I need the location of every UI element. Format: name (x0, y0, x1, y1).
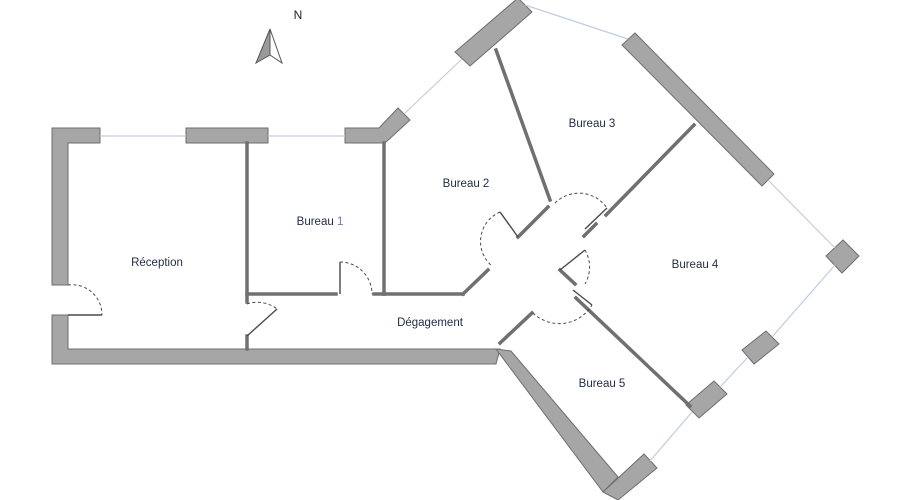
partition-bureau3-bureau4 (603, 122, 697, 218)
door-reception-entrance (67, 284, 103, 316)
window-bureau4-lower (771, 264, 836, 338)
partition-bureau4-left (557, 267, 578, 287)
partition-bureau2-door-side (515, 204, 551, 240)
door-bureau2 (480, 211, 519, 267)
wall-right-pier (825, 239, 860, 274)
north-arrow-left-half (254, 28, 271, 65)
door-bureau4 (559, 249, 591, 285)
door-bureau3 (554, 192, 608, 230)
window-bureau2 (403, 58, 463, 115)
windows (100, 4, 836, 462)
window-bureau4-upper (767, 179, 836, 249)
north-label: N (294, 8, 303, 22)
room-label-bureau3: Bureau 3 (569, 118, 616, 130)
door-reception-corridor (246, 301, 278, 337)
window-bureau4-mid (719, 356, 749, 388)
wall-top-corner (344, 107, 411, 144)
partition-bureau4-bureau5 (573, 295, 693, 409)
room-label-bureau1-name: Bureau (297, 216, 337, 228)
wall-bureau2-top (454, 0, 533, 67)
wall-top-middle (185, 127, 269, 144)
north-arrow-right-half (269, 28, 283, 65)
partition-bureau3-door-side (581, 221, 599, 239)
partition-bureau2-diag (460, 267, 491, 297)
window-bureau5 (649, 411, 693, 462)
wall-bureau5-bottom (602, 453, 658, 500)
partition-bureau2-bureau3 (493, 47, 553, 203)
room-label-bureau5: Bureau 5 (579, 378, 626, 390)
partitions (245, 47, 697, 409)
door-bureau1 (339, 261, 373, 295)
room-labels: Réception Bureau 1 Bureau 2 Bureau 3 Bur… (131, 118, 719, 390)
room-label-bureau4: Bureau 4 (672, 259, 719, 271)
partition-bureau5-top (497, 310, 535, 346)
room-label-bureau1: Bureau 1 (297, 216, 344, 228)
room-label-reception: Réception (131, 257, 183, 269)
wall-left-upper (51, 127, 101, 286)
room-label-bureau1-number: 1 (337, 216, 343, 228)
wall-bureau5-pier (685, 380, 728, 419)
wall-bureau3-right (621, 32, 775, 187)
door-bureau5 (532, 289, 593, 325)
window-bureau3 (524, 4, 629, 40)
exterior-walls (51, 0, 860, 500)
room-label-degagement: Dégagement (397, 317, 464, 329)
room-label-bureau2: Bureau 2 (443, 178, 490, 190)
wall-bureau4-pier (741, 330, 780, 365)
north-arrow: N (254, 8, 303, 65)
doors (67, 192, 608, 337)
wall-bureau5-left (494, 348, 619, 493)
